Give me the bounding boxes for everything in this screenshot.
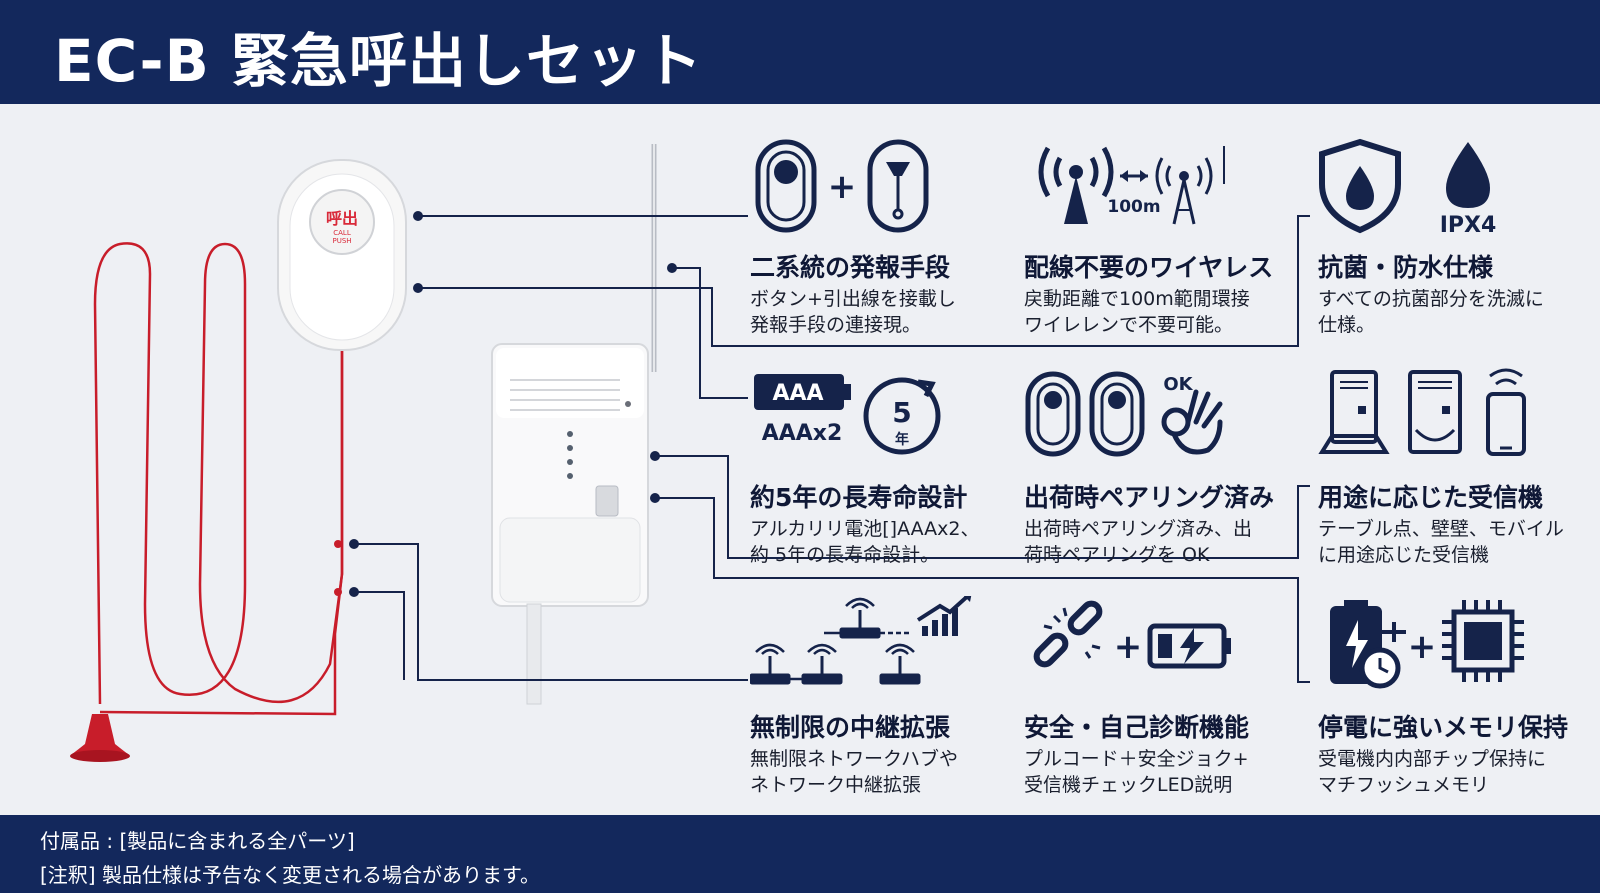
aaa-label: AAA <box>772 381 823 406</box>
svg-text:+: + <box>828 167 857 207</box>
cord-bead <box>334 588 342 596</box>
footer-accessories: 付属品 : [製品に含まれる全パーツ] <box>40 829 355 853</box>
ok-label: OK <box>1163 374 1193 395</box>
feature-title: 用途に応じた受信機 <box>1318 483 1544 512</box>
footer-bar: 付属品 : [製品に含まれる全パーツ] [注釈] 製品仕様は予告なく変更される場… <box>0 815 1600 893</box>
feature-description: プルコード＋安全ジョク+ 受信機チェックLED説明 <box>1024 748 1249 796</box>
feature-description: 無制限ネトワークハブや ネトワーク中継拡張 <box>750 748 959 796</box>
feature-description: 受電機内内部チップ保持に マチフッシュメモリ <box>1318 748 1547 796</box>
product-stage: 呼出 CALL PUSH <box>0 104 1600 815</box>
chain-battery-icon: + <box>1033 600 1231 669</box>
feature-title: 抗菌・防水仕様 <box>1318 253 1494 282</box>
paired-devices-ok-icon: OK <box>1025 371 1223 457</box>
range-label: 100m <box>1107 197 1160 217</box>
five-label: 5 <box>892 396 911 429</box>
feature-description: 出荷時ペアリング済み、出 荷時ペアリングを OK <box>1024 518 1253 566</box>
feature-title: 出荷時ペアリング済み <box>1024 483 1275 512</box>
connector-lines <box>354 215 1310 683</box>
button-plus-pullcord-icon: + <box>755 139 929 233</box>
pull-cord-hanging <box>99 349 344 716</box>
call-label-jp: 呼出 <box>326 209 358 228</box>
feature-title: 約5年の長寿命設計 <box>750 483 968 512</box>
battery-5-year-icon: AAA AAAx2 5 年 <box>754 374 941 455</box>
wireless-tower-icon: 100m <box>1038 146 1225 225</box>
svg-text:+: + <box>1408 627 1437 667</box>
feature-description: テーブル点、壁壁、モバイル に用途応じた受信機 <box>1318 518 1564 566</box>
feature-description: 戻動距離で100m範閒環接 ワイレレンで不要可能。 <box>1024 288 1250 336</box>
footer-disclaimer: [注釈] 製品仕様は予告なく変更される場合があります。 <box>40 863 540 887</box>
aaax2-label: AAAx2 <box>762 421 843 446</box>
feature-title: 無制限の中継拡張 <box>750 713 951 742</box>
cord-bead <box>334 540 342 548</box>
page-title: EC-B 緊急呼出しセット <box>54 27 703 95</box>
shield-water-icon: IPX4 <box>1319 138 1497 238</box>
call-push-button <box>309 189 375 255</box>
pull-handle-icon <box>72 714 128 754</box>
feature-title: 二系統の発報手段 <box>750 253 951 282</box>
feature-description: ボタン+引出線を接載し 発報手段の連接現。 <box>750 288 956 336</box>
feature-title: 安全・自己診断機能 <box>1024 713 1250 742</box>
feature-description: アルカリリ電池[]AAAx2、 約 5年の長寿命設計。 <box>750 518 980 566</box>
network-relay-icon <box>749 592 972 685</box>
pull-cord <box>93 242 344 705</box>
call-label-en2: PUSH <box>332 237 351 245</box>
power-chip-icon: + <box>1330 600 1524 689</box>
ipx4-label: IPX4 <box>1440 213 1497 236</box>
call-label-en1: CALL <box>333 229 351 237</box>
feature-description: すべての抗菌部分を洗滅に 仕様。 <box>1318 288 1544 336</box>
year-label: 年 <box>895 431 909 448</box>
receiver-types-icon <box>1318 368 1526 456</box>
feature-title: 配線不要のワイヤレス <box>1024 253 1274 282</box>
product-illustration: 呼出 CALL PUSH <box>70 144 1310 762</box>
feature-title: 停電に強いメモリ保持 <box>1318 713 1569 742</box>
header-bar: EC-B 緊急呼出しセット <box>0 0 1600 104</box>
svg-text:+: + <box>1114 627 1143 667</box>
